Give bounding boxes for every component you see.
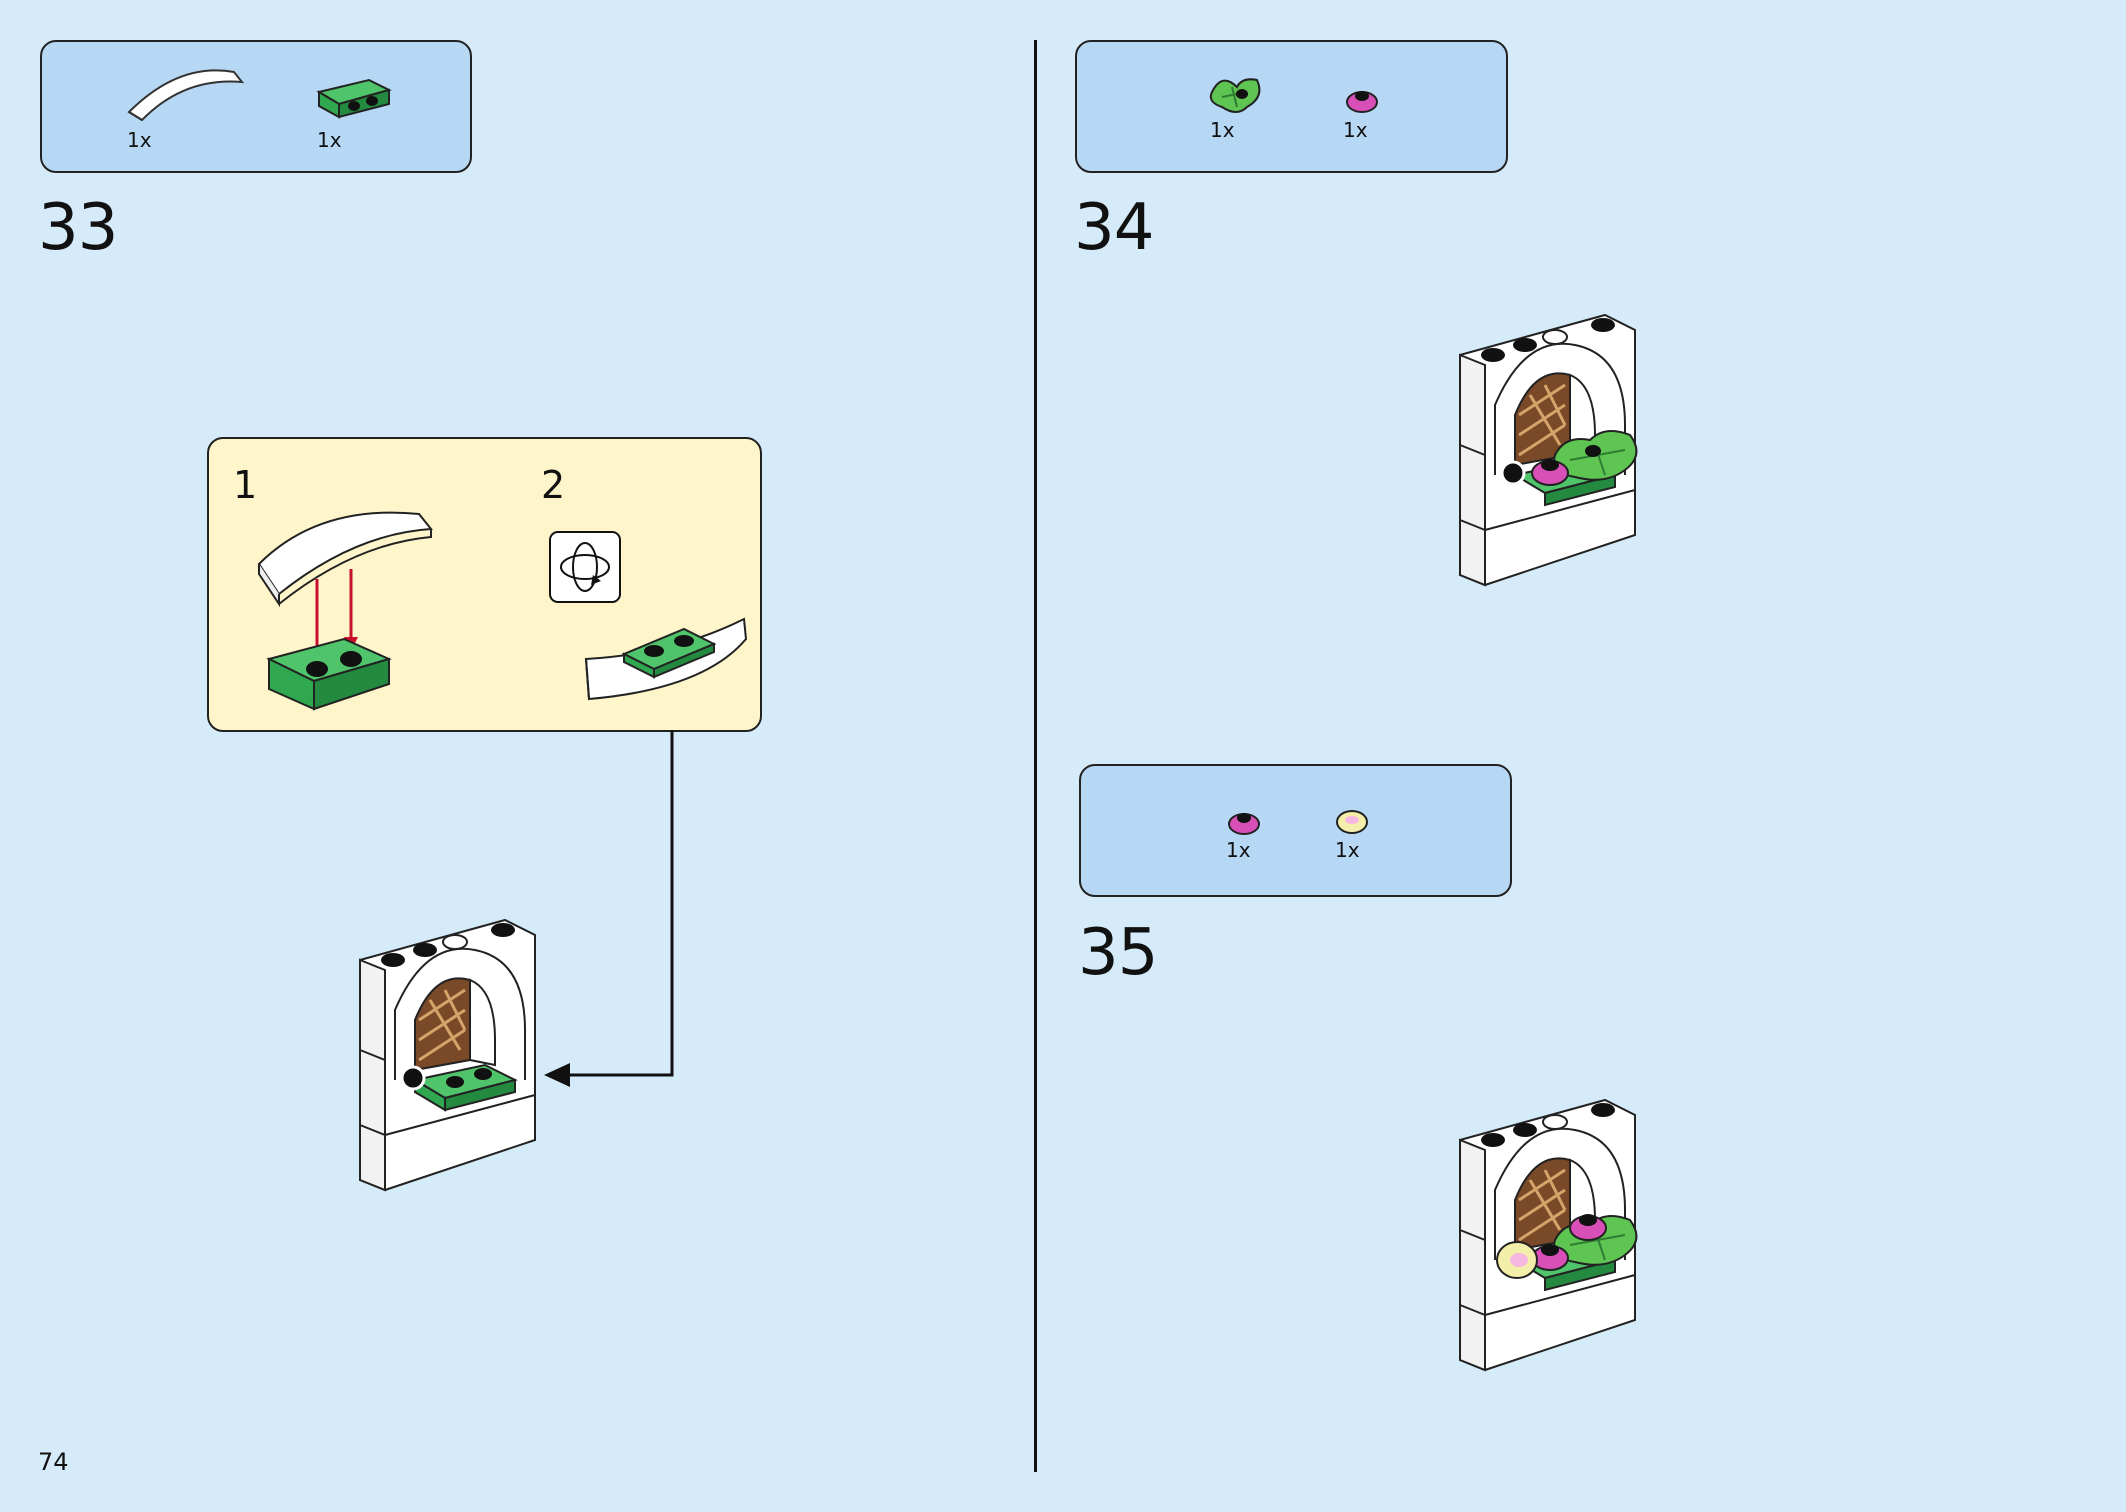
part-qty: 1x [317,128,342,152]
rotate-model-icon [549,531,621,603]
part-qty: 1x [1335,838,1360,862]
green-bracket-plate-icon [316,78,392,119]
parts-callout-step-33: 1x 1x [40,40,472,173]
parts-callout-step-35: 1x 1x [1079,764,1512,897]
pink-flower-round-icon [1346,91,1378,113]
green-leaf-plant-icon [1209,78,1261,113]
arch-window-model-step-33 [359,918,536,1192]
step-number-33: 33 [38,191,118,265]
step-number-34: 34 [1074,191,1154,265]
yellow-round-tile-icon [1336,810,1368,834]
pink-flower-round-icon [1228,813,1260,835]
parts-callout-step-34: 1x 1x [1075,40,1508,173]
part-qty: 1x [1210,118,1235,142]
substep-1-illustration [257,511,433,711]
white-curved-slope-icon [127,69,245,122]
substep-number-2: 2 [541,463,566,507]
callout-connector-arrow [544,730,674,1087]
step-number-35: 35 [1078,916,1158,990]
part-qty: 1x [127,128,152,152]
substep-2-illustration [584,617,748,701]
arch-window-model-step-35 [1459,1098,1638,1372]
arch-window-model-step-34 [1459,313,1638,587]
page-number: 74 [38,1448,69,1476]
page-divider [1034,40,1037,1472]
part-qty: 1x [1226,838,1251,862]
subassembly-callout: 1 2 [207,437,762,732]
substep-number-1: 1 [233,463,258,507]
part-qty: 1x [1343,118,1368,142]
